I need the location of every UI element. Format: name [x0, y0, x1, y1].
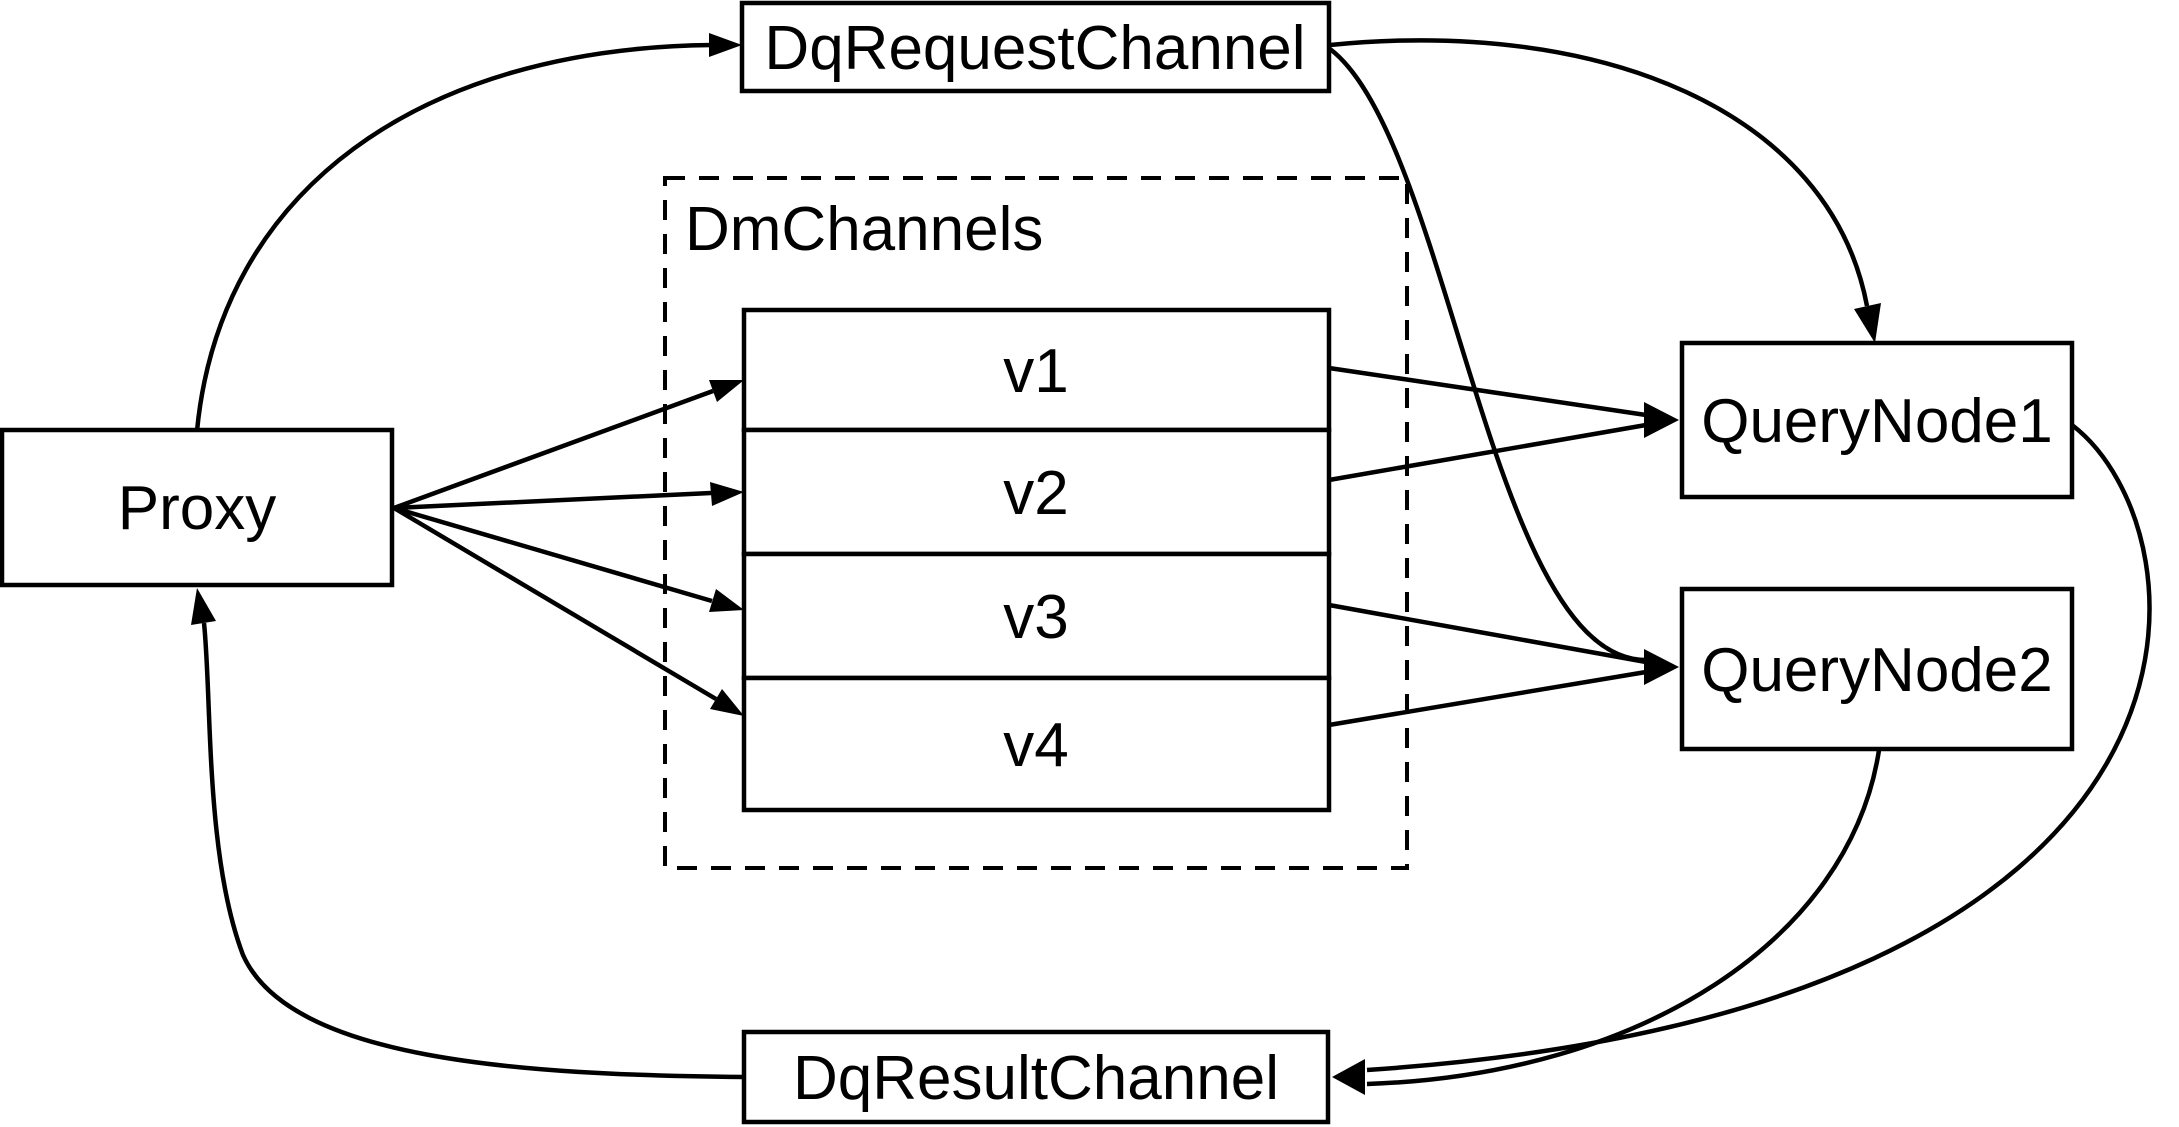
edge-proxy-to-v3 — [393, 505, 713, 604]
v4-label: v4 — [1003, 711, 1068, 780]
v3-label: v3 — [1003, 583, 1068, 652]
group-dm-channels: DmChannels v1 v2 v3 v4 — [663, 176, 1409, 870]
arrowhead-into-querynode1-left — [1644, 402, 1679, 438]
dq-result-channel-box — [741, 1029, 1331, 1125]
edge-proxy-to-v1 — [393, 388, 714, 511]
edge-dqrequestchannel-to-querynode2 — [1328, 47, 1647, 663]
edge-proxy-to-v4 — [392, 506, 718, 701]
edge-querynode1-to-dqresultchannel — [1366, 423, 2152, 1073]
v4-box — [741, 675, 1332, 813]
arrowhead-into-v4 — [710, 689, 744, 716]
query-node-1-box — [1679, 340, 2075, 500]
arrowhead-into-v3 — [709, 589, 744, 612]
dq-request-channel-box — [739, 0, 1332, 94]
arrowhead-into-v2 — [710, 482, 744, 506]
edge-layer — [191, 33, 2152, 1095]
edge-dqresultchannel-to-proxy — [201, 622, 745, 1080]
edge-v4-to-querynode2 — [1328, 669, 1647, 728]
dm-channels-group-label: DmChannels — [685, 195, 1043, 264]
proxy-label: Proxy — [118, 474, 276, 543]
query-node-2-label: QueryNode2 — [1701, 636, 2053, 705]
arrowhead-into-dqresultchannel — [1332, 1059, 1365, 1095]
dq-request-channel-label: DqRequestChannel — [764, 14, 1305, 83]
edge-v1-to-querynode1 — [1328, 365, 1647, 418]
v2-label: v2 — [1003, 459, 1068, 528]
node-query-node-1: QueryNode1 — [1679, 340, 2075, 500]
proxy-box — [0, 427, 395, 588]
arrowhead-into-proxy — [191, 588, 216, 625]
edge-v2-to-querynode1 — [1328, 422, 1647, 483]
arrowhead-into-dqrequestchannel — [709, 33, 742, 57]
v3-box — [741, 551, 1332, 681]
edge-proxy-to-v2 — [393, 490, 712, 511]
node-proxy: Proxy — [0, 427, 395, 588]
edge-proxy-to-dqrequestchannel — [194, 42, 713, 432]
dm-channels-dashed-border — [663, 176, 1409, 870]
dq-result-channel-label: DqResultChannel — [793, 1044, 1279, 1113]
edge-v3-to-querynode2 — [1328, 602, 1647, 665]
query-node-1-label: QueryNode1 — [1701, 387, 2053, 456]
arrowhead-into-querynode2-left — [1644, 649, 1679, 685]
v2-box — [741, 427, 1332, 557]
v1-label: v1 — [1003, 337, 1068, 406]
node-query-node-2: QueryNode2 — [1679, 586, 2075, 752]
arrowhead-into-v1 — [709, 380, 744, 402]
node-v3: v3 — [741, 551, 1332, 681]
node-dq-request-channel: DqRequestChannel — [739, 0, 1332, 94]
query-node-2-box — [1679, 586, 2075, 752]
node-dq-result-channel: DqResultChannel — [741, 1029, 1331, 1125]
node-v2: v2 — [741, 427, 1332, 557]
node-v4: v4 — [741, 675, 1332, 813]
edge-querynode2-to-dqresultchannel — [1366, 749, 1882, 1087]
edge-dqrequestchannel-to-querynode1 — [1329, 38, 1870, 307]
node-v1: v1 — [741, 307, 1332, 433]
arrowhead-into-querynode1-top — [1854, 303, 1881, 343]
